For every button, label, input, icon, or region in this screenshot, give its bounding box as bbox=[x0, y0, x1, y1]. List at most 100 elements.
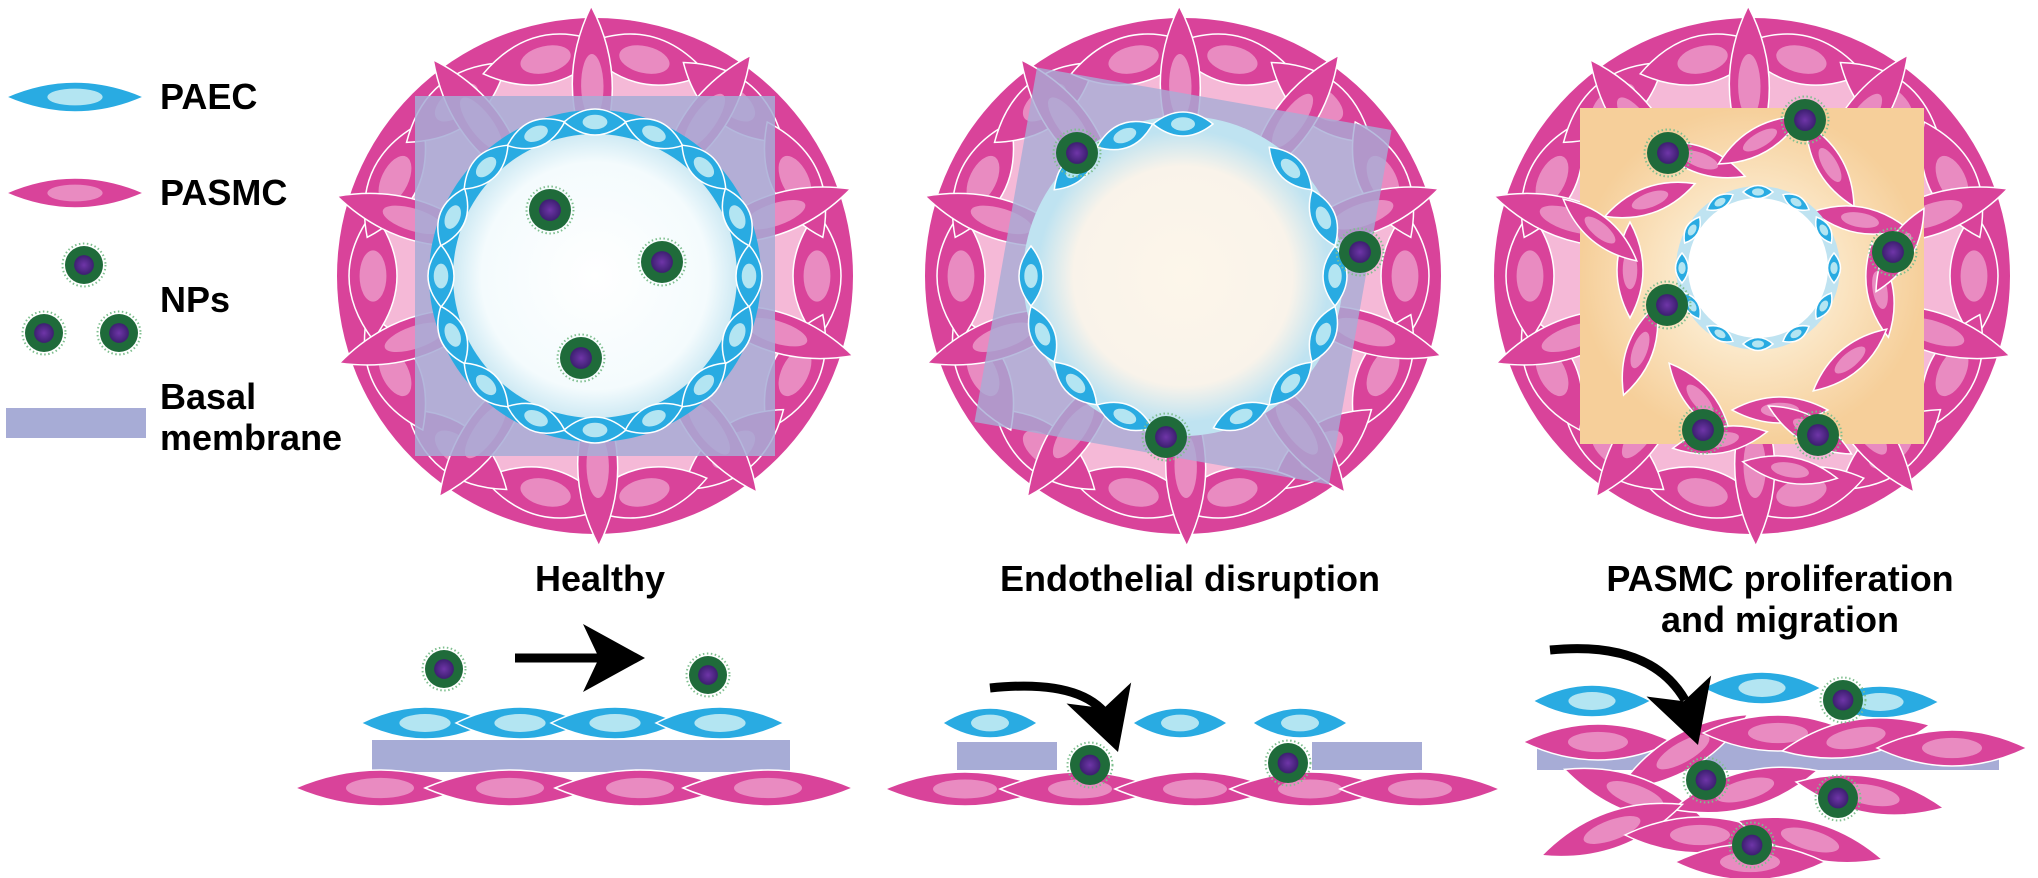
migrated-pasmc-cell-nucleus bbox=[1742, 128, 1778, 152]
wall-outer-pasmc-nucleus bbox=[619, 478, 670, 507]
healthy-strip-np-1 bbox=[421, 646, 467, 692]
disruption-paec-cell bbox=[1322, 244, 1348, 308]
wall-outer-pasmc-nucleus bbox=[619, 45, 670, 74]
wall-outer-pasmc-nucleus bbox=[1677, 478, 1728, 507]
disruption-strip-pasmc-nucleus bbox=[933, 779, 997, 799]
disruption-strip-paec-nucleus bbox=[971, 714, 1009, 732]
np-halo bbox=[525, 185, 575, 235]
proliferation-strip-pasmc bbox=[1875, 729, 2029, 767]
legend-np-icon-3 bbox=[96, 310, 142, 356]
np-core bbox=[1695, 769, 1717, 791]
healthy-paec-cell-nucleus bbox=[475, 156, 497, 178]
proliferation-np-4 bbox=[1642, 280, 1692, 330]
healthy-paec-cell-nucleus bbox=[729, 205, 746, 229]
healthy-strip-pasmc-nucleus bbox=[734, 777, 802, 799]
np-core bbox=[1277, 752, 1299, 774]
np-halo bbox=[1264, 739, 1312, 787]
healthy-strip-pasmc-nucleus bbox=[476, 777, 544, 799]
healthy-strip-paec-nucleus bbox=[589, 714, 641, 732]
healthy-strip-pasmc bbox=[293, 769, 467, 807]
wall-outer-pasmc-nucleus bbox=[1108, 478, 1159, 507]
proliferation-paec-cell bbox=[1814, 292, 1833, 320]
proliferation-paec-cell-nucleus bbox=[1678, 262, 1686, 274]
proliferation-strip-pasmc-nucleus bbox=[1583, 816, 1641, 844]
disruption-strip-paec bbox=[941, 707, 1039, 739]
healthy-strip-paec-nucleus bbox=[399, 714, 451, 732]
np-halo bbox=[1819, 676, 1867, 724]
healthy-paec-cell-nucleus bbox=[475, 374, 497, 396]
proliferation-paec-cell bbox=[1706, 324, 1734, 343]
disruption-strip-pasmc bbox=[1113, 771, 1277, 807]
disruption-strip-pasmc-nucleus bbox=[1388, 779, 1452, 799]
proliferation-strip-paec-nucleus bbox=[1738, 679, 1786, 697]
wall-outer-pasmc-nucleus bbox=[966, 155, 1000, 204]
healthy-paec-cell-nucleus bbox=[741, 263, 757, 289]
healthy-paec-cell-nucleus bbox=[524, 125, 548, 142]
healthy-strip-pasmc bbox=[553, 769, 727, 807]
proliferation-strip-pasmc-nucleus bbox=[1670, 824, 1730, 846]
healthy-paec-cell bbox=[427, 243, 455, 309]
healthy-arrow-head bbox=[583, 624, 645, 692]
healthy-paec-cell-nucleus bbox=[444, 323, 461, 347]
wall-outer-pasmc bbox=[348, 210, 398, 342]
legend-basal-membrane-label: Basal membrane bbox=[160, 376, 342, 459]
panel-title-pasmc-proliferation: PASMC proliferation and migration bbox=[1530, 558, 2030, 641]
proliferation-strip-paec bbox=[1701, 671, 1823, 705]
proliferation-paec-cell-nucleus bbox=[1830, 262, 1838, 274]
proliferation-strip-pasmc bbox=[1780, 717, 1932, 759]
np-halo bbox=[1052, 128, 1102, 178]
legend-paec-icon bbox=[4, 81, 146, 113]
disruption-strip-paec-nucleus bbox=[1161, 714, 1199, 732]
healthy-lumen bbox=[453, 134, 737, 418]
healthy-strip-paec-nucleus bbox=[494, 714, 546, 732]
proliferation-strip-pasmc-nucleus bbox=[1922, 737, 1982, 759]
np-halo bbox=[1814, 774, 1862, 822]
wall-inner-pasmc-nucleus bbox=[1738, 54, 1761, 119]
healthy-strip-pasmc-nucleus bbox=[606, 777, 674, 799]
np-core bbox=[1066, 142, 1088, 164]
np-halo bbox=[1642, 280, 1692, 330]
wall-outer-pasmc-nucleus bbox=[1776, 478, 1827, 507]
np-halo bbox=[637, 237, 687, 287]
np-core bbox=[34, 323, 54, 343]
disruption-paec-cell bbox=[1308, 189, 1339, 247]
proliferation-paec-cell bbox=[1782, 324, 1810, 343]
proliferation-paec-cell bbox=[1782, 193, 1810, 212]
np-core bbox=[74, 255, 94, 275]
healthy-lumen-np-2 bbox=[637, 237, 687, 287]
np-core bbox=[1349, 241, 1371, 263]
proliferation-np-2 bbox=[1643, 128, 1693, 178]
proliferation-paec-cell bbox=[1741, 336, 1775, 352]
legend-paec-icon-nucleus bbox=[47, 88, 103, 106]
disruption-strip-pasmc bbox=[1338, 771, 1502, 807]
proliferation-strip-paec-nucleus bbox=[1568, 692, 1616, 710]
wall-outer-pasmc bbox=[481, 466, 610, 519]
migrated-pasmc-cell-nucleus bbox=[1631, 190, 1669, 210]
wall-outer-pasmc-nucleus bbox=[1677, 45, 1728, 74]
np-core bbox=[1692, 419, 1714, 441]
proliferation-arrow-head-shape bbox=[1646, 675, 1712, 745]
healthy-strip-np-2 bbox=[685, 652, 731, 698]
np-core bbox=[539, 199, 561, 221]
healthy-strip-pasmc bbox=[681, 769, 855, 807]
healthy-lumen-np-3 bbox=[556, 333, 606, 383]
np-core bbox=[1155, 426, 1177, 448]
np-halo bbox=[685, 652, 731, 698]
healthy-paec-cell bbox=[506, 118, 566, 150]
proliferation-strip-np-2 bbox=[1682, 756, 1730, 804]
legend-basal-line1: Basal bbox=[160, 376, 257, 417]
proliferation-paec-cell-nucleus bbox=[1687, 224, 1697, 236]
migrated-pasmc-cell-nucleus bbox=[1681, 150, 1719, 170]
disruption-paec-cell-nucleus bbox=[1034, 322, 1051, 346]
panel-disruption-vessel bbox=[923, 4, 1443, 548]
healthy-paec-cell-nucleus bbox=[582, 422, 608, 438]
migrated-pasmc-cell bbox=[1741, 455, 1839, 485]
np-core bbox=[570, 347, 592, 369]
proliferation-strip-pasmc-nucleus bbox=[1826, 726, 1886, 750]
proliferation-np-6 bbox=[1793, 410, 1843, 460]
wall-outer-pasmc-nucleus bbox=[1960, 250, 1988, 302]
disruption-paec-cell bbox=[1018, 244, 1044, 308]
np-core bbox=[1807, 424, 1829, 446]
disruption-paec-cell-nucleus bbox=[1113, 408, 1137, 425]
proliferation-paec-cell bbox=[1683, 216, 1702, 244]
